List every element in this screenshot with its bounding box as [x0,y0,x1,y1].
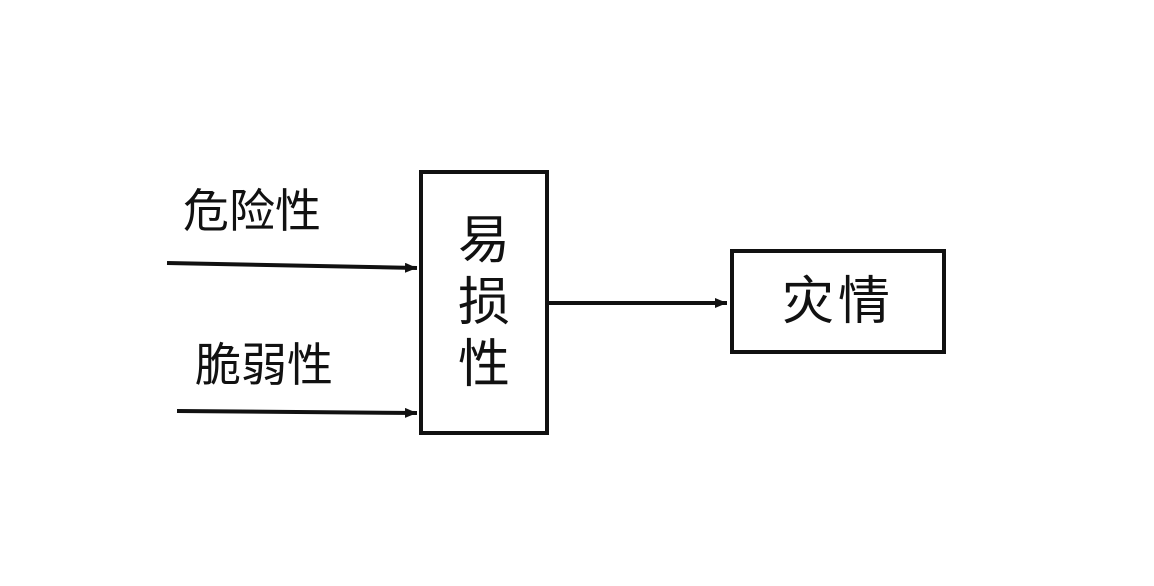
vulnerability-char-3: 性 [457,335,510,395]
input-label-hazard: 危险性 [183,184,321,238]
vulnerability-char-2: 损 [457,273,510,333]
disaster-box: 灾情 [730,249,946,354]
arrow-hazard-to-vulnerability [166,261,418,273]
vulnerability-box: 易 损 性 [419,170,549,435]
vulnerability-box-text: 易 损 性 [423,210,545,396]
arrow-fragility-to-vulnerability [176,407,418,418]
input-label-fragility: 脆弱性 [195,338,333,392]
vulnerability-char-1: 易 [457,211,510,271]
disaster-box-label: 灾情 [781,271,894,332]
